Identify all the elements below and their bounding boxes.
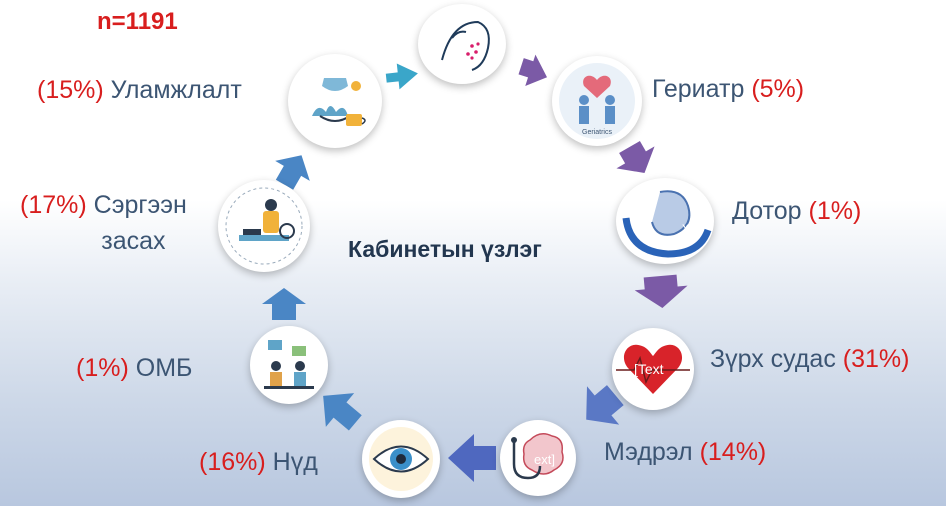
label-eye-name: Нүд [272, 448, 318, 476]
label-cardio-pct: (31%) [842, 345, 910, 373]
label-rehab-name-line1: Сэргээн [93, 191, 187, 219]
node-derma [418, 4, 506, 84]
label-omb: (1%) ОМБ [76, 354, 192, 383]
label-traditional-pct: (15%) [37, 76, 104, 104]
label-internal: Дотор (1%) [732, 197, 861, 226]
label-rehab: (17%) Сэргээн засах [20, 187, 187, 259]
cardio-placeholder-text: [Text [634, 361, 664, 377]
label-omb-pct: (1%) [76, 354, 129, 382]
node-traditional [288, 54, 382, 148]
node-eye [362, 420, 440, 498]
neuro-placeholder-text: ext] [534, 452, 555, 467]
face-skin-icon [441, 20, 490, 71]
label-geriatric: Гериатр (5%) [652, 75, 804, 104]
label-omb-name: ОМБ [135, 354, 193, 382]
eye-icon [369, 427, 433, 491]
label-eye: (16%) Нүд [199, 448, 318, 477]
arrow-derma-to-geriatric [518, 54, 548, 86]
center-title: Кабинетын үзлэг [348, 236, 542, 262]
label-rehab-pct: (17%) [20, 191, 87, 219]
label-internal-name: Дотор [732, 197, 802, 225]
node-internal: xt] [616, 178, 714, 264]
arrow-rehab-to-traditional [275, 155, 310, 190]
brain-stethoscope-icon: ext] [511, 433, 564, 480]
node-geriatric: Geriatrics [552, 56, 642, 146]
node-cardio: [Text [612, 328, 694, 410]
label-geriatric-name: Гериатр [652, 75, 745, 103]
label-internal-pct: (1%) [808, 197, 862, 225]
arrow-internal-to-cardio [634, 274, 688, 308]
label-cardio: Зүрх судас (31%) [710, 345, 909, 374]
label-traditional: (15%) Уламжлалт [37, 76, 242, 105]
internal-placeholder-text: xt] [682, 219, 697, 235]
heart-icon: [Text [616, 344, 690, 394]
arrow-omb-to-rehab [262, 288, 306, 320]
physiotherapy-icon [225, 187, 303, 265]
node-rehab [218, 180, 310, 272]
label-neuro-pct: (14%) [699, 438, 767, 466]
node-neuro: ext] [500, 420, 576, 496]
arrow-cardio-to-neuro [586, 385, 624, 425]
label-eye-pct: (16%) [199, 448, 266, 476]
label-neuro-name: Мэдрэл [604, 438, 693, 466]
arrow-eye-to-omb [323, 393, 362, 431]
family-clinic-icon [264, 340, 314, 389]
herbal-tea-lotus-icon [312, 78, 366, 126]
label-traditional-name: Уламжлалт [110, 76, 242, 104]
label-cardio-name: Зүрх судас [710, 345, 836, 373]
label-geriatric-pct: (5%) [751, 75, 805, 103]
node-omb [250, 326, 328, 404]
label-neuro: Мэдрэл (14%) [604, 438, 766, 467]
geriatric-care-icon: Geriatrics [559, 63, 635, 139]
sample-size-label: n=1191 [97, 8, 178, 35]
stomach-icon: xt] [622, 190, 712, 258]
arrow-neuro-to-eye [448, 434, 496, 482]
label-rehab-name-line2: засах [101, 227, 166, 255]
arrow-traditional-to-derma [385, 63, 418, 90]
arrow-geriatric-to-internal [616, 141, 655, 173]
geriatrics-caption: Geriatrics [582, 129, 612, 136]
